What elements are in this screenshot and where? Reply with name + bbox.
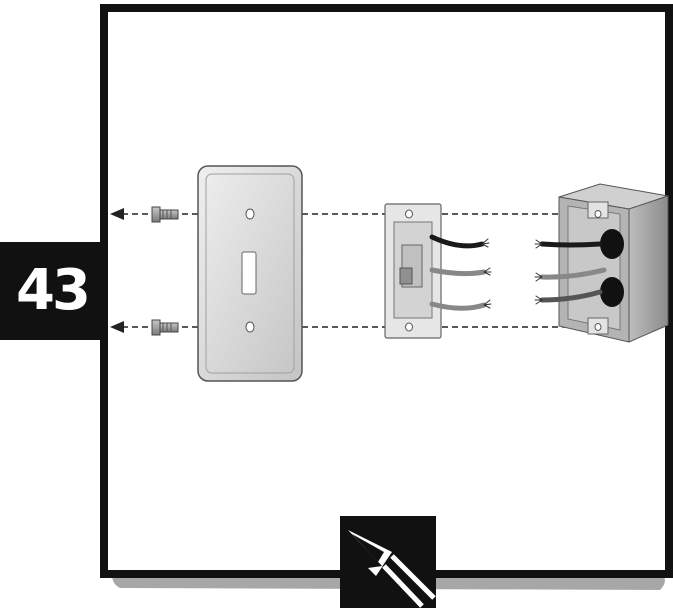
electrical-box — [559, 184, 668, 342]
cover-plate — [198, 166, 302, 381]
screwdriver-tip-icon — [340, 516, 436, 608]
box-knockout-bottom — [600, 277, 624, 307]
plate-screw-hole-top — [246, 209, 254, 219]
plate-screw-hole-bottom — [246, 322, 254, 332]
switch-toggle-lever — [400, 268, 412, 284]
box-knockout-top — [600, 229, 624, 259]
plate-toggle-opening — [242, 252, 256, 294]
step-number-badge: 43 — [0, 242, 104, 340]
